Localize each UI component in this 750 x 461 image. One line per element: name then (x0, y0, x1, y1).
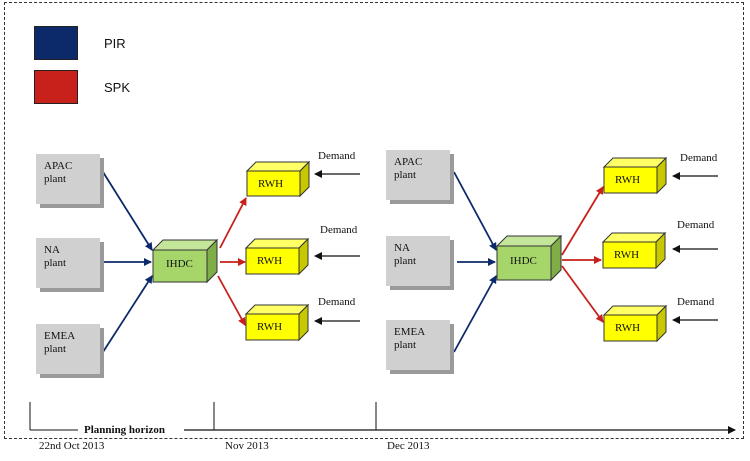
plant-box-na-1: NA plant (36, 238, 100, 288)
spk-arrow-top-2 (561, 186, 604, 256)
legend-swatch-pir (34, 26, 78, 60)
plant-box-emea-1: EMEA plant (36, 324, 100, 374)
demand-label-1-bot: Demand (318, 296, 356, 308)
legend-label-spk: SPK (104, 80, 131, 95)
planning-horizon-label: Planning horizon (84, 424, 165, 436)
legend-swatch-spk (34, 70, 78, 104)
demand-label-1-mid: Demand (320, 224, 358, 236)
spk-arrow-bot-1 (217, 275, 246, 326)
plant-name: NA (394, 242, 410, 254)
plant-box-apac-1: APAC plant (36, 154, 100, 204)
rwh-label-2-mid: RWH (614, 249, 640, 261)
spk-arrow-bot-2 (561, 265, 604, 323)
spk-arrow-top-1 (219, 197, 247, 249)
rwh-box-2-mid (601, 231, 667, 270)
plant-box-na-2: NA plant (386, 236, 450, 286)
rwh-label-1-mid: RWH (257, 255, 283, 267)
timeline-date-dec: Dec 2013 (387, 440, 430, 452)
rwh-box-1-top (245, 160, 311, 198)
plant-name: EMEA (394, 326, 426, 338)
plant-box-emea-2: EMEA plant (386, 320, 450, 370)
ihdc-box-1 (151, 238, 219, 284)
rwh-box-2-top (602, 156, 668, 195)
legend-label-pir: PIR (104, 36, 126, 51)
pir-arrow-emea-1 (102, 275, 153, 353)
plant-suffix: plant (44, 343, 66, 355)
plant-suffix: plant (394, 169, 416, 181)
timeline-date-oct: 22nd Oct 2013 (39, 440, 105, 452)
plant-suffix: plant (44, 173, 66, 185)
demand-label-1-top: Demand (318, 150, 356, 162)
demand-label-2-top: Demand (680, 152, 718, 164)
rwh-box-1-mid (244, 237, 310, 276)
rwh-label-1-bot: RWH (257, 321, 283, 333)
plant-box-apac-2: APAC plant (386, 150, 450, 200)
plant-name: NA (44, 244, 60, 256)
plant-suffix: plant (44, 257, 66, 269)
plant-suffix: plant (394, 255, 416, 267)
rwh-label-1-top: RWH (258, 178, 284, 190)
ihdc-label-1: IHDC (166, 258, 193, 270)
plant-name: APAC (44, 160, 73, 172)
rwh-box-2-bot (602, 304, 668, 343)
timeline-date-nov: Nov 2013 (225, 440, 269, 452)
pir-arrow-apac-2 (453, 171, 497, 251)
plant-name: EMEA (44, 330, 76, 342)
demand-label-2-mid: Demand (677, 219, 715, 231)
pir-arrow-apac-1 (102, 171, 153, 251)
plant-name: APAC (394, 156, 423, 168)
ihdc-box-2 (495, 234, 563, 282)
rwh-label-2-top: RWH (615, 174, 641, 186)
rwh-box-1-bot (244, 303, 310, 342)
pir-arrow-emea-2 (453, 275, 497, 353)
rwh-label-2-bot: RWH (615, 322, 641, 334)
diagram-frame (4, 2, 744, 439)
plant-suffix: plant (394, 339, 416, 351)
ihdc-label-2: IHDC (510, 255, 537, 267)
demand-label-2-bot: Demand (677, 296, 715, 308)
